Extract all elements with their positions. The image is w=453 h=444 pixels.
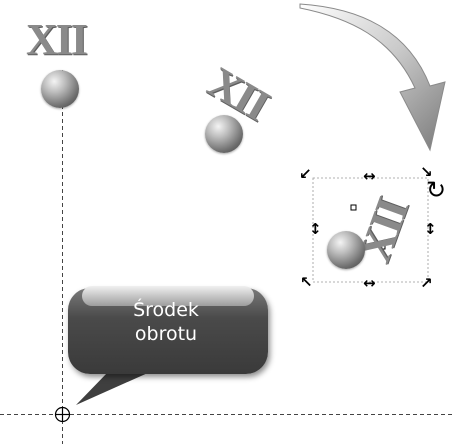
curved-arrow-icon [299, 3, 446, 152]
sphere-rotated-mid[interactable] [205, 115, 243, 153]
rotate-handle-top-right[interactable]: ↘ [420, 163, 433, 181]
skew-handle-bottom[interactable]: ↔ [363, 274, 376, 292]
sphere-original[interactable] [41, 70, 79, 108]
node-handle [350, 204, 357, 211]
callout-gloss [82, 286, 254, 306]
rotate-handle-top-left[interactable]: ↙ [299, 165, 312, 183]
numeral-original[interactable]: XII [26, 15, 88, 64]
sphere-rotated-final[interactable] [327, 231, 365, 269]
skew-handle-top[interactable]: ↔ [363, 167, 376, 185]
rotate-handle-icon[interactable]: ↻ [426, 176, 447, 204]
rotate-handle-bottom-left[interactable]: ↖ [300, 273, 313, 291]
callout-line1: Środek [133, 299, 199, 321]
callout-line2: obrotu [134, 323, 198, 345]
crosshair-pivot-icon[interactable] [54, 406, 71, 423]
node-handle [379, 243, 386, 250]
selection-box [312, 177, 429, 283]
callout-tail [76, 372, 150, 405]
skew-handle-left[interactable]: ↕ [309, 220, 322, 238]
callout-text: Środek obrotu [100, 298, 232, 346]
skew-handle-right[interactable]: ↕ [424, 220, 437, 238]
rotate-handle-bottom-right[interactable]: ↗ [420, 274, 433, 292]
